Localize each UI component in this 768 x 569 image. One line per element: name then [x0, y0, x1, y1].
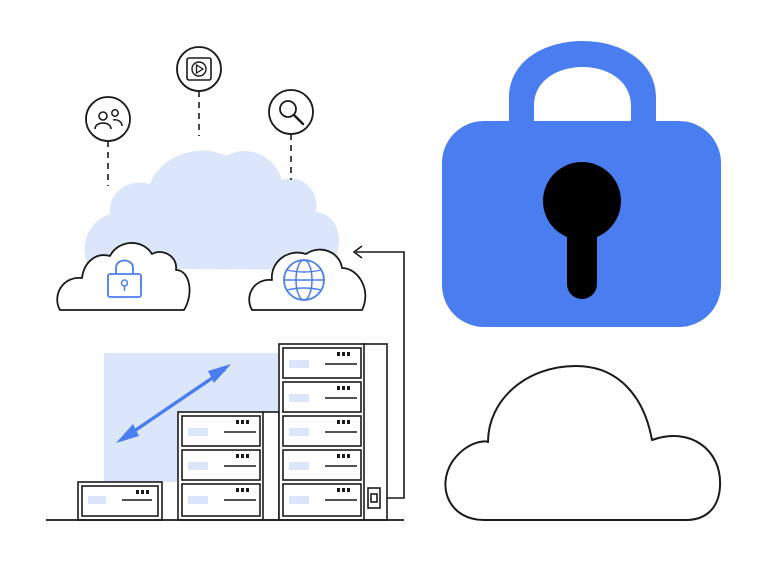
server-slot — [81, 485, 159, 517]
cloud-with-globe — [248, 248, 367, 311]
padlock-icon — [107, 259, 142, 298]
server-cloud-connector — [352, 245, 405, 499]
server-leds-medium — [236, 420, 249, 492]
server-labels-tall — [289, 360, 309, 504]
server-labels-medium — [188, 428, 208, 504]
large-padlock-icon — [442, 41, 721, 327]
cloud-outline-icon — [444, 365, 722, 521]
users-icon — [85, 96, 131, 142]
cloud-with-padlock — [56, 242, 191, 311]
server-lines-medium — [224, 431, 256, 501]
server-leds — [136, 490, 149, 494]
keyhole — [543, 162, 621, 299]
server-leds-tall — [337, 352, 350, 492]
server-lines-tall — [325, 363, 357, 501]
large-light-cloud — [84, 150, 340, 270]
server-rack-icon — [77, 343, 388, 521]
server-label — [88, 496, 106, 504]
search-icon — [268, 89, 314, 135]
globe-icon — [283, 259, 325, 301]
double-arrow-icon — [116, 364, 231, 443]
dashed-connectors — [107, 91, 292, 186]
play-video-icon — [176, 46, 222, 92]
